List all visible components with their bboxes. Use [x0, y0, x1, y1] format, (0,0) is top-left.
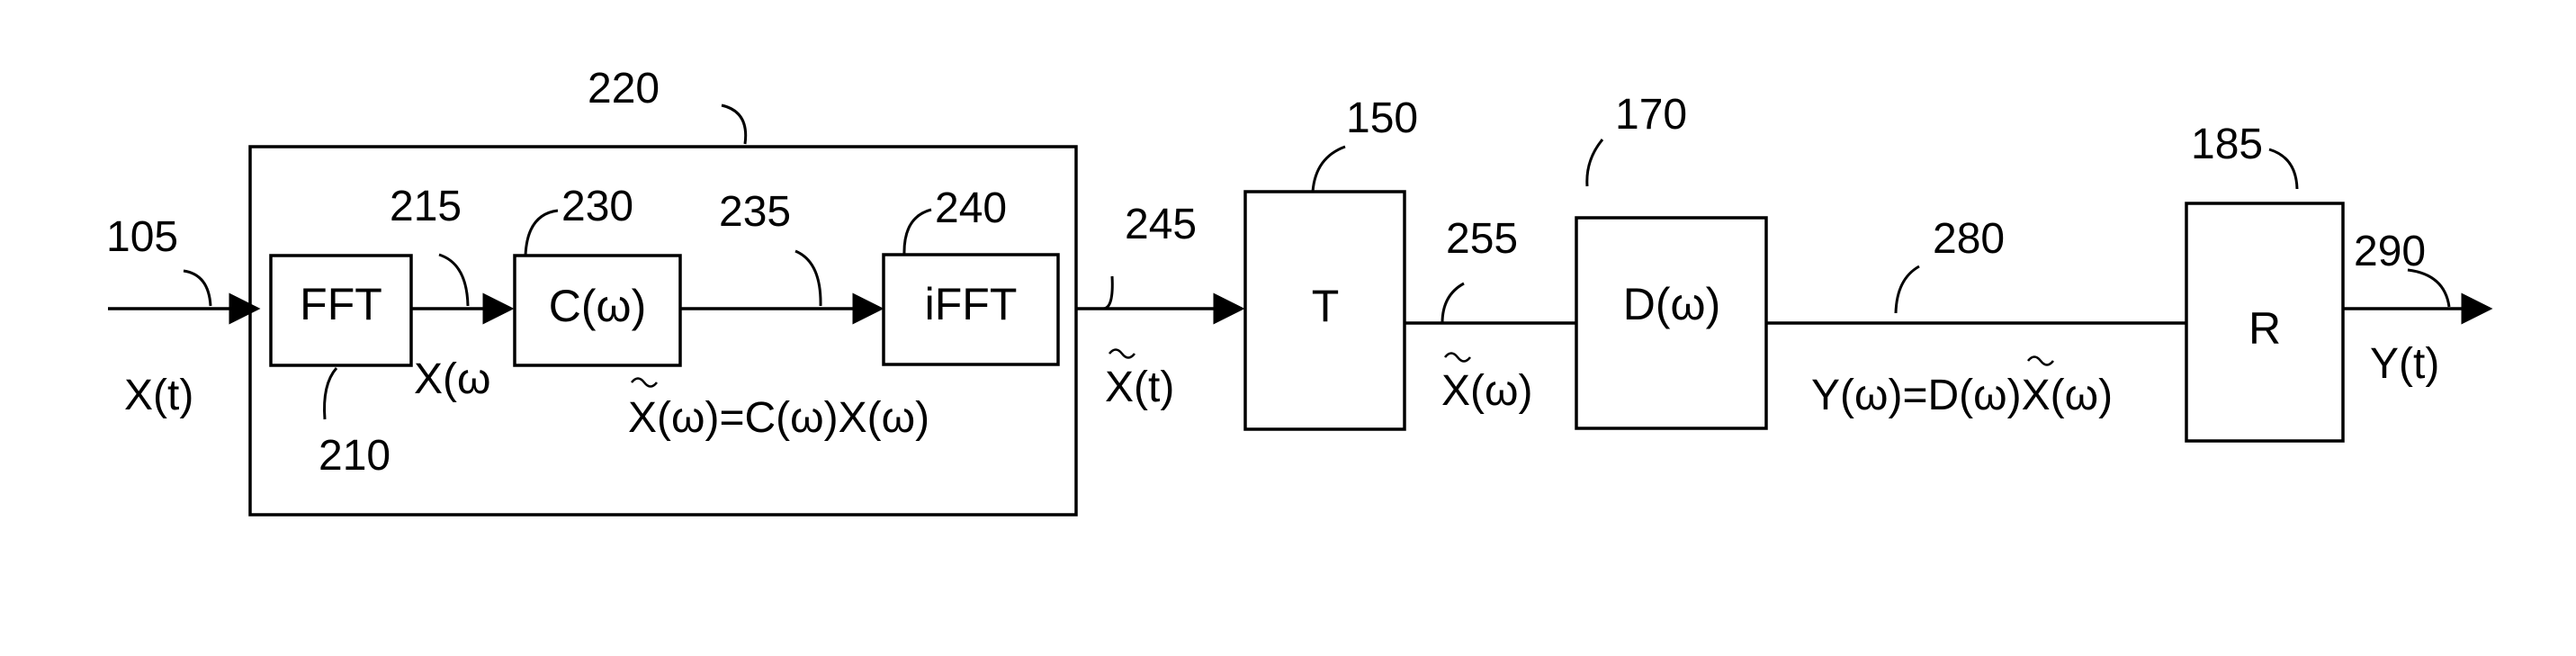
- t-label: T: [1312, 281, 1340, 331]
- tilde-d-out: [2028, 357, 2053, 365]
- leader-105: [184, 271, 211, 306]
- ifft-label: iFFT: [925, 279, 1018, 329]
- ref-185: 185: [2191, 121, 2263, 168]
- leader-185: [2269, 149, 2297, 189]
- ref-235: 235: [719, 188, 791, 236]
- signal-d-out: Y(ω)=D(ω)X(ω): [1811, 372, 2113, 419]
- ref-220: 220: [588, 65, 660, 112]
- ref-150: 150: [1346, 94, 1418, 142]
- signal-input: X(t): [124, 372, 193, 419]
- leader-150: [1313, 147, 1345, 192]
- c-label: C(ω): [549, 281, 646, 331]
- ref-255: 255: [1446, 215, 1518, 263]
- d-label: D(ω): [1623, 279, 1720, 329]
- ref-245: 245: [1125, 201, 1197, 248]
- signal-output: Y(t): [2370, 340, 2439, 388]
- ref-170: 170: [1615, 91, 1687, 139]
- ref-230: 230: [561, 183, 633, 230]
- leader-220: [722, 105, 746, 144]
- ref-210: 210: [319, 432, 390, 480]
- tilde-t-out: [1445, 354, 1470, 362]
- signal-t-out: X(ω): [1441, 367, 1532, 415]
- ref-290: 290: [2354, 228, 2426, 275]
- ref-280: 280: [1933, 215, 2005, 263]
- signal-c-out: X(ω)=C(ω)X(ω): [628, 394, 929, 442]
- ref-215: 215: [390, 183, 462, 230]
- leader-280: [1896, 266, 1919, 313]
- ref-105: 105: [106, 213, 178, 261]
- ref-240: 240: [935, 184, 1007, 232]
- leader-245: [1103, 276, 1112, 309]
- fft-label: FFT: [300, 279, 382, 329]
- tilde-ifft-out: [1109, 350, 1135, 358]
- leader-290: [2408, 270, 2449, 307]
- signal-fft-out: X(ω: [414, 355, 490, 403]
- leader-170: [1587, 139, 1602, 186]
- leader-255: [1442, 283, 1464, 323]
- signal-ifft-out: X(t): [1105, 364, 1174, 411]
- r-label: R: [2248, 303, 2281, 354]
